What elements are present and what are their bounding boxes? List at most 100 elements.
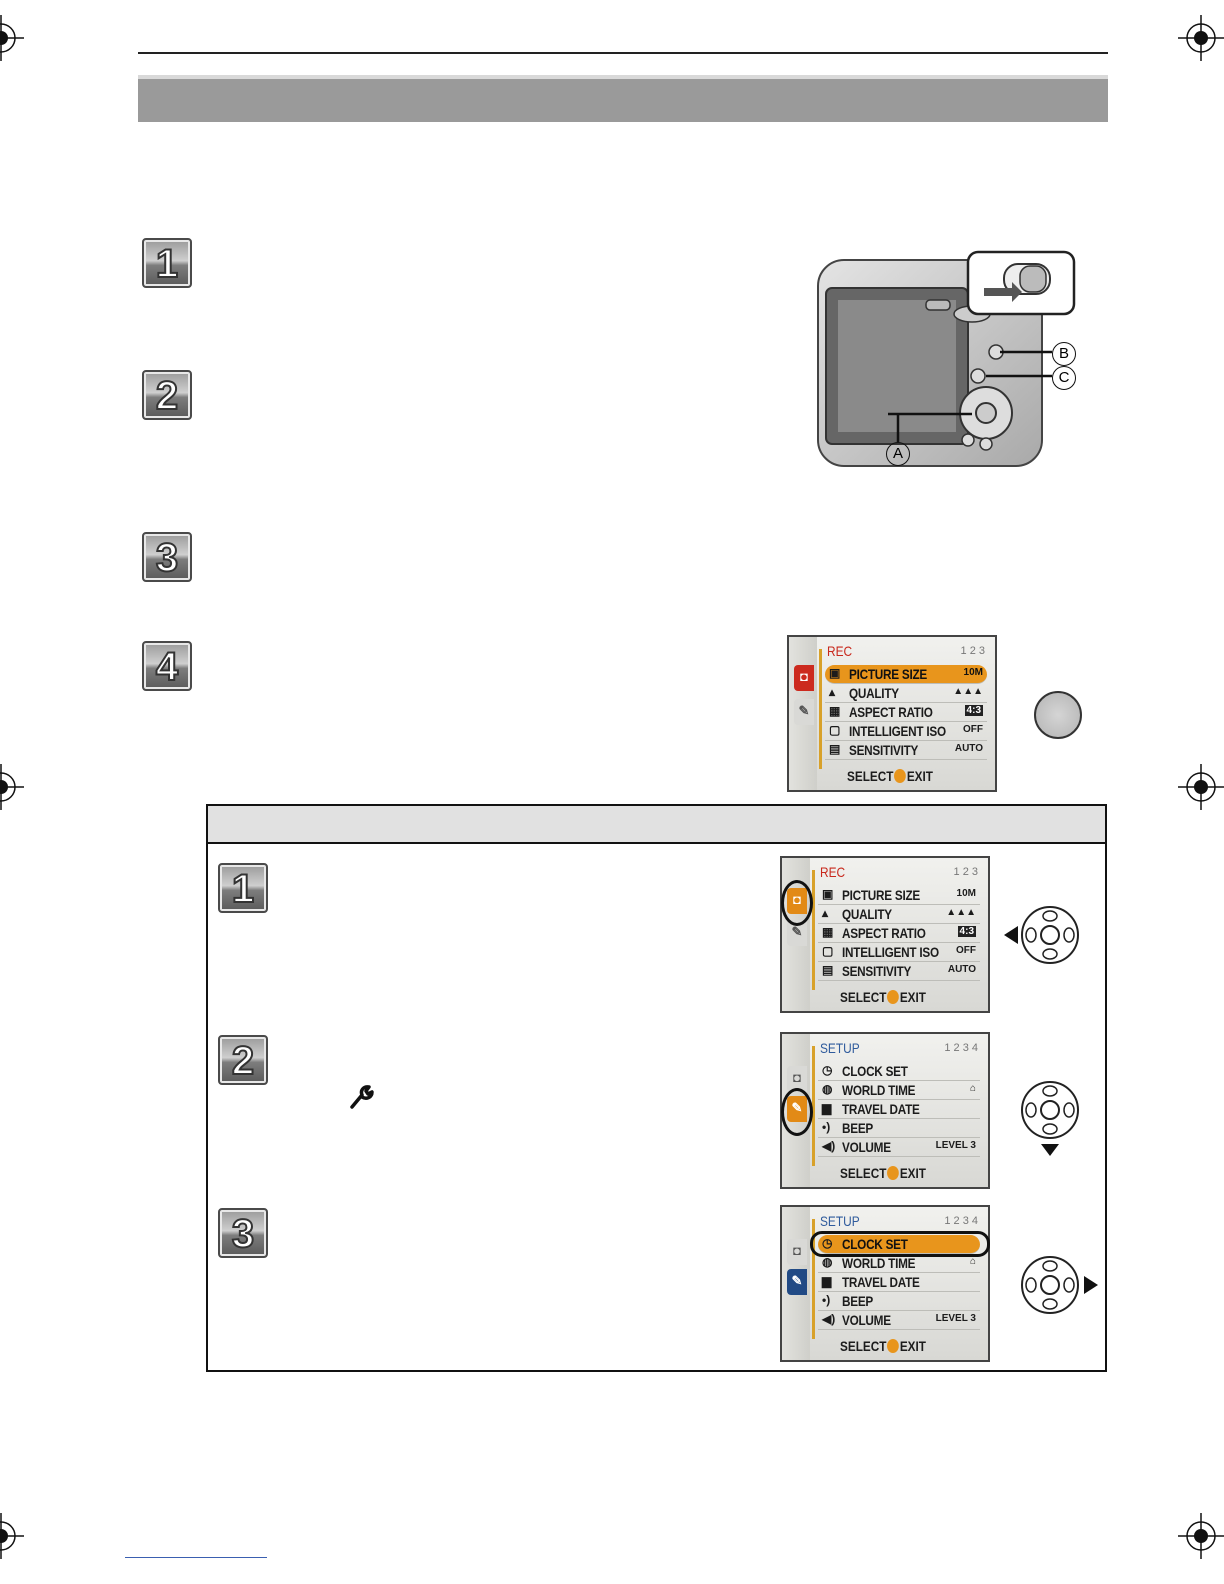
dpad-icon: [894, 769, 906, 783]
volume-icon: ◀): [822, 1139, 836, 1153]
sensitivity-icon: ▤: [829, 742, 841, 756]
dpad-icon: [887, 1339, 899, 1353]
wrench-icon: ✎: [791, 924, 803, 939]
rec-tab: ◘: [794, 665, 814, 691]
suitcase-icon: ▆: [822, 1101, 832, 1115]
intelligent-iso-icon: ▢: [829, 723, 841, 737]
registration-mark-icon: [0, 15, 24, 61]
menu-title: SETUP: [820, 1213, 860, 1229]
clock-icon: ◷: [822, 1236, 833, 1250]
setup-tab: ✎: [794, 699, 814, 725]
menu-item-world-time: ◍WORLD TIME⌂: [818, 1254, 980, 1273]
camera-icon: ◘: [800, 669, 808, 684]
dpad-down-icon: [1021, 1081, 1079, 1156]
volume-icon: ◀): [822, 1312, 836, 1326]
dpad-left-icon: [1004, 906, 1079, 964]
camera-illustration: [817, 250, 1076, 467]
registration-mark-icon: [1178, 1513, 1224, 1559]
menu-title: REC: [820, 864, 846, 880]
dpad-right-icon: [1021, 1256, 1098, 1314]
page-indicator: 1 2 3: [960, 645, 985, 657]
camera-icon: ◘: [793, 1243, 801, 1258]
sub-step-badge-1: 1: [218, 863, 268, 913]
picture-size-icon: ▣: [822, 887, 834, 901]
camera-icon: ◘: [793, 1070, 801, 1085]
step-badge-3: 3: [142, 532, 192, 582]
dpad-icon: [887, 1166, 899, 1180]
sub-step-badge-2: 2: [218, 1035, 268, 1085]
page-indicator: 1 2 3: [953, 866, 978, 878]
beep-icon: •): [822, 1293, 831, 1307]
menu-item-clock-set: ◷CLOCK SET: [818, 1062, 980, 1081]
menu-item-clock-set: ◷CLOCK SET: [818, 1235, 980, 1254]
menu-item-beep: •)BEEP: [818, 1119, 980, 1138]
globe-icon: ◍: [822, 1255, 833, 1269]
aspect-ratio-icon: ▦: [822, 925, 834, 939]
callout-a: A: [886, 442, 910, 466]
wrench-icon: [350, 1085, 374, 1109]
menu-item-travel-date: ▆TRAVEL DATE: [818, 1100, 980, 1119]
quality-icon: ▴: [822, 906, 829, 920]
menu-item-world-time: ◍WORLD TIME⌂: [818, 1081, 980, 1100]
dpad-icon: [887, 990, 899, 1004]
menu-item-quality: ▴QUALITY▲▲▲: [825, 684, 987, 703]
sensitivity-icon: ▤: [822, 963, 834, 977]
clock-icon: ◷: [822, 1063, 833, 1077]
suitcase-icon: ▆: [822, 1274, 832, 1288]
wrench-icon: ✎: [791, 1273, 803, 1288]
highlight-ring: [810, 1231, 990, 1257]
sub-procedure-box: [206, 804, 1107, 1372]
step-badge-2: 2: [142, 370, 192, 420]
registration-mark-icon: [1178, 15, 1224, 61]
registration-mark-icon: [1178, 764, 1224, 810]
rec-tab: ◘: [787, 1239, 807, 1265]
menu-item-travel-date: ▆TRAVEL DATE: [818, 1273, 980, 1292]
section-title-bar: [138, 75, 1108, 122]
menu-title: SETUP: [820, 1040, 860, 1056]
menu-item-beep: •)BEEP: [818, 1292, 980, 1311]
setup-tab: ✎: [787, 920, 807, 946]
aspect-ratio-icon: ▦: [829, 704, 841, 718]
setup-tab: ✎: [787, 1269, 807, 1295]
lcd-sub3-setup-menu: ◘ ✎ SETUP 1 2 3 4 ◷CLOCK SET ◍WORLD TIME…: [780, 1205, 990, 1362]
callout-c: C: [1052, 366, 1076, 390]
highlight-ring: [781, 880, 813, 926]
intelligent-iso-icon: ▢: [822, 944, 834, 958]
page-indicator: 1 2 3 4: [944, 1215, 978, 1227]
top-rule: [138, 52, 1108, 54]
picture-size-icon: ▣: [829, 666, 841, 680]
wrench-icon: ✎: [798, 703, 810, 718]
menu-set-button-icon: [1034, 691, 1082, 739]
callout-b: B: [1052, 342, 1076, 366]
globe-icon: ◍: [822, 1082, 833, 1096]
menu-title: REC: [827, 643, 853, 659]
sub-step-badge-3: 3: [218, 1208, 268, 1258]
step-badge-4: 4: [142, 641, 192, 691]
registration-mark-icon: [0, 1513, 24, 1559]
page-indicator: 1 2 3 4: [944, 1042, 978, 1054]
registration-mark-icon: [0, 764, 24, 810]
bottom-link-line: [125, 1557, 267, 1558]
menu-item-quality: ▴QUALITY▲▲▲: [818, 905, 980, 924]
step-badge-1: 1: [142, 238, 192, 288]
beep-icon: •): [822, 1120, 831, 1134]
highlight-ring: [781, 1088, 813, 1136]
sub-procedure-header: [208, 806, 1105, 844]
quality-icon: ▴: [829, 685, 836, 699]
